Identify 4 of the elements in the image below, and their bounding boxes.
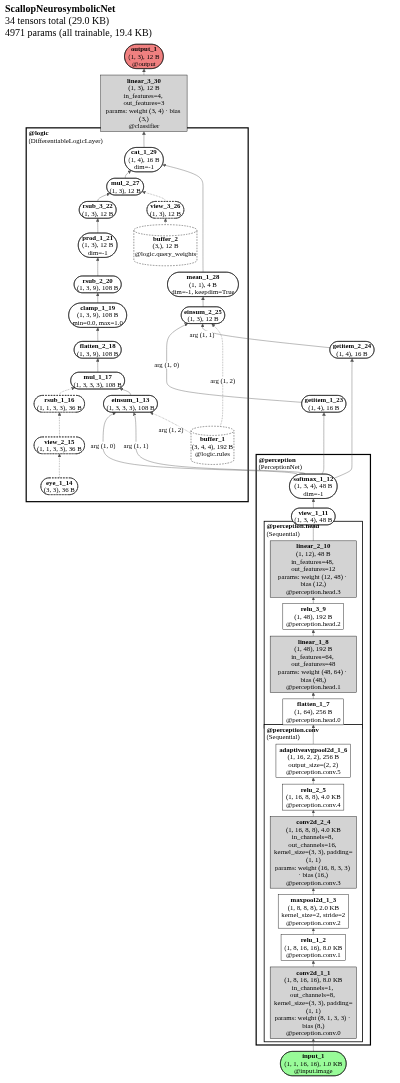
diagram-title: ScallopNeurosymbolicNet: [5, 3, 116, 15]
arrow: [163, 218, 167, 225]
summary-note: 34 tensors total (29.0 KB): [5, 15, 110, 27]
summary-note: 4971 params (all trainable, 19.4 KB): [5, 27, 152, 39]
